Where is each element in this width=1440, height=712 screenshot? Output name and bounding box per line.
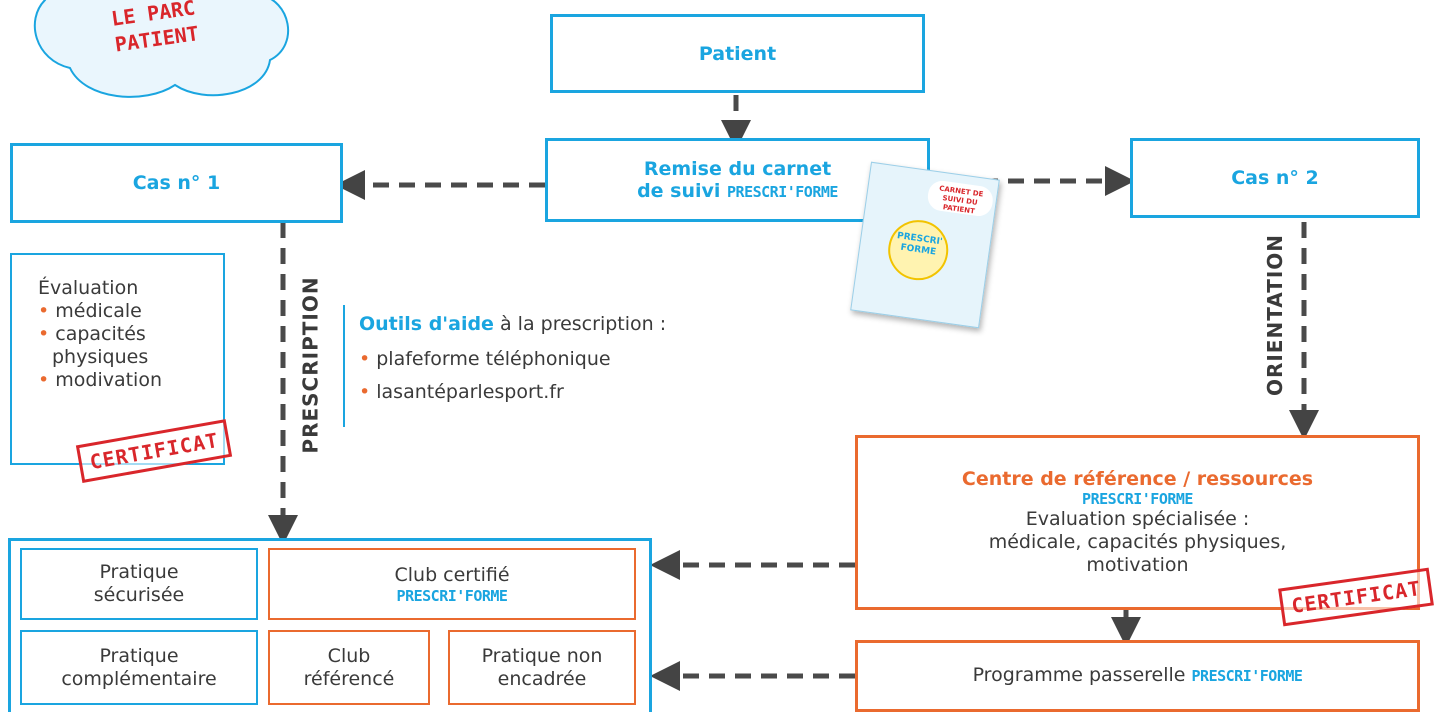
programme-brand: PRESCRI'FORME (1191, 667, 1303, 685)
cloud-shape (33, 0, 289, 98)
pratique-complementaire-line: Pratique (99, 644, 179, 667)
centre-brand: PRESCRI'FORME (1082, 490, 1193, 508)
evaluation-item: • médicale (38, 300, 142, 322)
club-reference-box: Club référencé (268, 630, 430, 705)
centre-line2: médicale, capacités physiques, (988, 531, 1287, 553)
club-reference-line: Club (327, 644, 371, 667)
booklet-header: CARNET DE SUIVI DU PATIENT (926, 179, 995, 218)
remise-brand: PRESCRI'FORME (727, 183, 838, 201)
pratique-securisee-line: sécurisée (93, 584, 185, 606)
programme-text: Programme passerelle (972, 664, 1192, 686)
prescription-label: PRESCRIPTION (298, 276, 323, 454)
cas2-box: Cas n° 2 (1130, 138, 1420, 218)
club-reference-line: référencé (303, 667, 395, 690)
evaluation-item: • capacités (38, 323, 146, 345)
pratique-complementaire-line: complémentaire (61, 667, 217, 690)
outils-item: • plafeforme téléphonique (359, 348, 611, 370)
cloud-badge: LE PARC PATIENT (15, 0, 295, 110)
remise-line2: de suivi (637, 180, 728, 202)
cas2-label: Cas n° 2 (1231, 167, 1319, 189)
outils-title-rest: à la prescription : (493, 313, 667, 335)
centre-box: Centre de référence / ressources PRESCRI… (855, 435, 1420, 610)
outils-item: • lasantéparlesport.fr (359, 381, 564, 403)
pratique-securisee-box: Pratique sécurisée (20, 548, 258, 620)
orientation-label: ORIENTATION (1263, 233, 1287, 397)
pratique-non-encadree-box: Pratique non encadrée (448, 630, 636, 705)
patient-label: Patient (698, 42, 777, 65)
outils-title-bold: Outils d'aide (359, 313, 494, 335)
centre-line3: motivation (1086, 554, 1189, 576)
evaluation-item: physiques (52, 346, 149, 368)
club-certifie-brand: PRESCRI'FORME (396, 586, 508, 605)
remise-line1: Remise du carnet (643, 158, 832, 180)
evaluation-box: Évaluation • médicale • capacités physiq… (10, 253, 225, 465)
club-certifie-label: Club certifié (394, 563, 510, 586)
centre-line1: Evaluation spécialisée : (1025, 508, 1250, 530)
pratique-non-encadree-line: Pratique non (481, 644, 603, 667)
programme-box: Programme passerelle PRESCRI'FORME (855, 640, 1420, 712)
cas1-label: Cas n° 1 (132, 172, 221, 194)
patient-box: Patient (550, 14, 925, 93)
evaluation-title: Évaluation (38, 277, 139, 299)
booklet-image: CARNET DE SUIVI DU PATIENT PRESCRI' FORM… (850, 161, 1000, 329)
cas1-box: Cas n° 1 (10, 143, 343, 223)
club-certifie-box: Club certifié PRESCRI'FORME (268, 548, 636, 620)
centre-title: Centre de référence / ressources (961, 468, 1314, 490)
outils-section: Outils d'aide à la prescription : • plaf… (343, 305, 763, 427)
orientation-label-wrap: ORIENTATION (1175, 234, 1375, 396)
evaluation-item: • modivation (38, 369, 163, 391)
pratique-non-encadree-line: encadrée (497, 667, 587, 690)
pratique-complementaire-box: Pratique complémentaire (20, 630, 258, 705)
pratique-securisee-line: Pratique (99, 561, 179, 583)
